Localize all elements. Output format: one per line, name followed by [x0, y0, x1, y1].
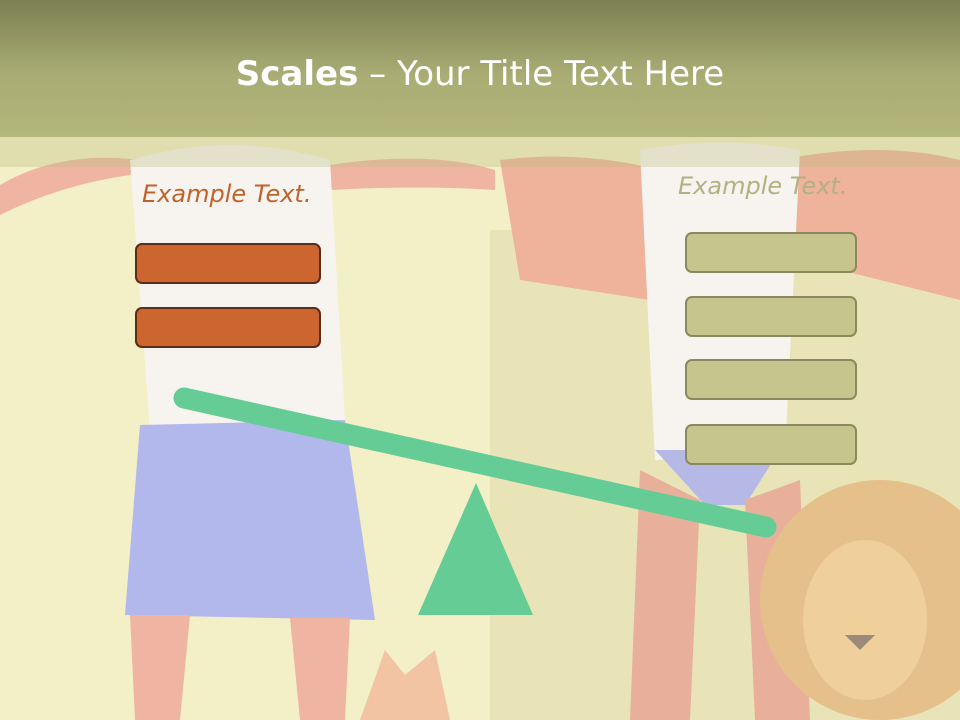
right-weight-box[interactable] — [685, 296, 857, 337]
right-weight-box[interactable] — [685, 424, 857, 465]
title-bold: Scales — [235, 54, 359, 94]
cat-head — [360, 650, 450, 720]
left-strongman-leg-2 — [290, 618, 350, 720]
right-weight-box[interactable] — [685, 359, 857, 400]
right-strongman-leg — [630, 470, 700, 720]
left-example-text[interactable]: Example Text. — [142, 180, 312, 208]
scale-beam[interactable] — [173, 387, 777, 538]
title-bar — [0, 0, 960, 137]
left-strongman-shirt — [130, 145, 345, 430]
right-example-text[interactable]: Example Text. — [678, 172, 848, 200]
lion-face — [803, 540, 927, 700]
right-weight-box[interactable] — [685, 232, 857, 273]
left-strongman-shorts — [125, 420, 375, 620]
slide-title[interactable]: Scales – Your Title Text Here — [0, 50, 960, 98]
left-arm-shape — [0, 157, 140, 215]
title-rest: – Your Title Text Here — [358, 54, 725, 94]
scale-fulcrum[interactable] — [418, 483, 533, 615]
left-arm-shape-right — [330, 158, 495, 190]
left-weight-box[interactable] — [135, 243, 321, 284]
left-weight-box[interactable] — [135, 307, 321, 348]
right-strongman-arm — [500, 156, 660, 300]
title-bar-fade — [0, 137, 960, 167]
left-strongman-leg — [130, 615, 190, 720]
lion-nose — [845, 635, 875, 650]
